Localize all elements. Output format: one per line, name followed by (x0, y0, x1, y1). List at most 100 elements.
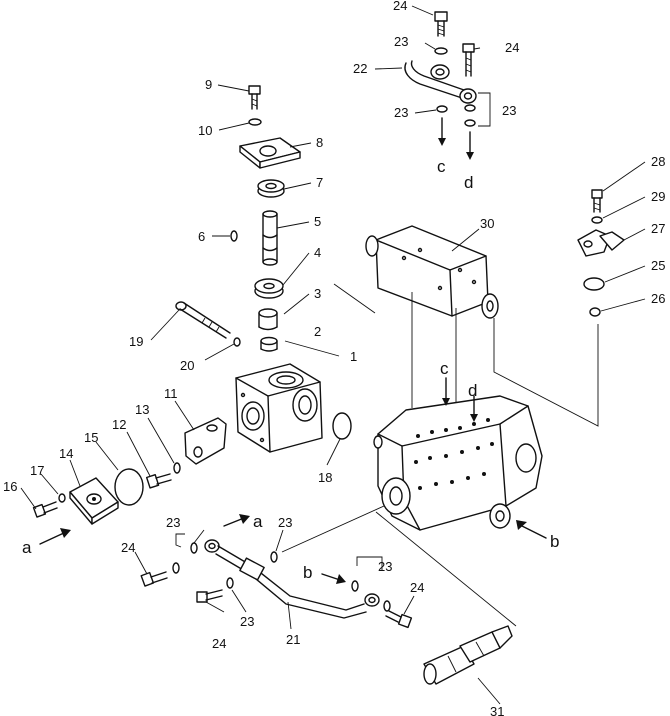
letter-d-top: d (464, 173, 473, 192)
arrow-a-pipe (223, 514, 250, 527)
callout-13: 13 (135, 402, 149, 417)
callout-18: 18 (318, 470, 332, 485)
washer-13 (173, 462, 181, 474)
callout-22: 22 (353, 61, 367, 76)
letter-c-body: c (440, 359, 449, 378)
arrow-d-top (466, 131, 474, 160)
callout-7: 7 (316, 175, 323, 190)
washer-23-pipe-f (383, 600, 391, 612)
callout-24-pipe-mid: 24 (212, 636, 226, 651)
callout-4: 4 (314, 245, 321, 260)
leader-lines (20, 5, 646, 705)
washer-23-lower-right (464, 119, 476, 127)
seal-7 (257, 179, 285, 198)
letter-c-top: c (437, 157, 446, 176)
arrow-c-top (438, 117, 446, 146)
arrow-c-body (442, 377, 450, 406)
callout-8: 8 (316, 135, 323, 150)
bolt-16 (32, 501, 58, 518)
port-holes (414, 418, 494, 490)
callout-1: 1 (350, 349, 357, 364)
pipe-22 (404, 60, 477, 104)
callout-29: 29 (651, 189, 665, 204)
housing-1 (235, 363, 323, 453)
bolt-24-pipe-left (140, 571, 168, 587)
callout-25: 25 (651, 258, 665, 273)
spindle-stack (230, 85, 301, 352)
callout-12: 12 (112, 417, 126, 432)
bolt-24-pipe-mid (196, 589, 223, 603)
bolt-24-pipe-right (385, 610, 413, 629)
letter-a-left: a (22, 538, 32, 557)
callout-10: 10 (198, 123, 212, 138)
letter-d-body: d (468, 381, 477, 400)
callout-labels: 1 2 3 4 5 6 7 8 9 10 11 12 13 14 15 16 1… (3, 0, 665, 716)
callout-14: 14 (59, 446, 73, 461)
washer-23-mid-left (436, 105, 448, 113)
pipe-21 (204, 539, 380, 619)
callout-31: 31 (490, 704, 504, 716)
pipe-assembly-top (404, 11, 491, 160)
washer-23-pipe-b (172, 562, 180, 574)
callout-20: 20 (180, 358, 194, 373)
callout-16: 16 (3, 479, 17, 494)
cover-14 (69, 477, 119, 525)
callout-23-pipe-mid: 23 (278, 515, 292, 530)
plate-8 (239, 137, 301, 169)
callout-23-top: 23 (394, 34, 408, 49)
lever-11 (184, 417, 227, 465)
callout-24-top: 24 (393, 0, 407, 13)
clamp-27 (577, 229, 625, 257)
letter-b-pipe: b (303, 563, 312, 582)
callout-23-pipe-low: 23 (240, 614, 254, 629)
callout-23-right: 23 (502, 103, 516, 118)
callout-23-left: 23 (394, 105, 408, 120)
callout-5: 5 (314, 214, 321, 229)
washer-23-pipe-c (270, 551, 278, 563)
bushing-2 (260, 336, 278, 352)
callout-28: 28 (651, 154, 665, 169)
bolt-12 (145, 473, 172, 489)
callout-24-pipe-left: 24 (121, 540, 135, 555)
letter-b-right: b (550, 532, 559, 551)
washer-10 (248, 118, 262, 126)
arrow-b-pipe (321, 573, 346, 584)
callout-17: 17 (30, 463, 44, 478)
callout-19: 19 (129, 334, 143, 349)
washer-20 (233, 337, 241, 347)
bolt-9 (248, 85, 261, 110)
washer-17 (58, 493, 66, 503)
valve-30 (365, 225, 499, 319)
callout-23-pipe-right: 23 (378, 559, 392, 574)
callout-6: 6 (198, 229, 205, 244)
callout-11: 11 (164, 386, 178, 401)
pin-6 (230, 230, 238, 242)
washer-23-mid-right (464, 104, 476, 112)
callout-9: 9 (205, 77, 212, 92)
shaft-5 (262, 210, 278, 266)
bolt-24-top (434, 11, 448, 37)
bushing-3 (258, 308, 278, 331)
arrow-b-right (516, 520, 547, 539)
o-ring-18 (332, 412, 352, 440)
o-ring-26 (589, 307, 601, 317)
callout-26: 26 (651, 291, 665, 306)
washer-23-pipe-a (190, 542, 198, 554)
letter-a-pipe: a (253, 512, 263, 531)
callout-2: 2 (314, 324, 321, 339)
arrow-d-body (470, 395, 478, 422)
washer-29 (591, 216, 603, 224)
bolt-28 (591, 189, 603, 213)
bearing-4 (254, 278, 284, 299)
callout-21: 21 (286, 632, 300, 647)
callout-27: 27 (651, 221, 665, 236)
washer-23-pipe-e (351, 580, 359, 592)
washer-23-top (434, 47, 448, 55)
callout-24-right: 24 (505, 40, 519, 55)
main-valve-body (373, 395, 543, 531)
bolt-24-right (462, 43, 475, 77)
callout-3: 3 (314, 286, 321, 301)
plug-25 (583, 277, 605, 291)
callout-15: 15 (84, 430, 98, 445)
